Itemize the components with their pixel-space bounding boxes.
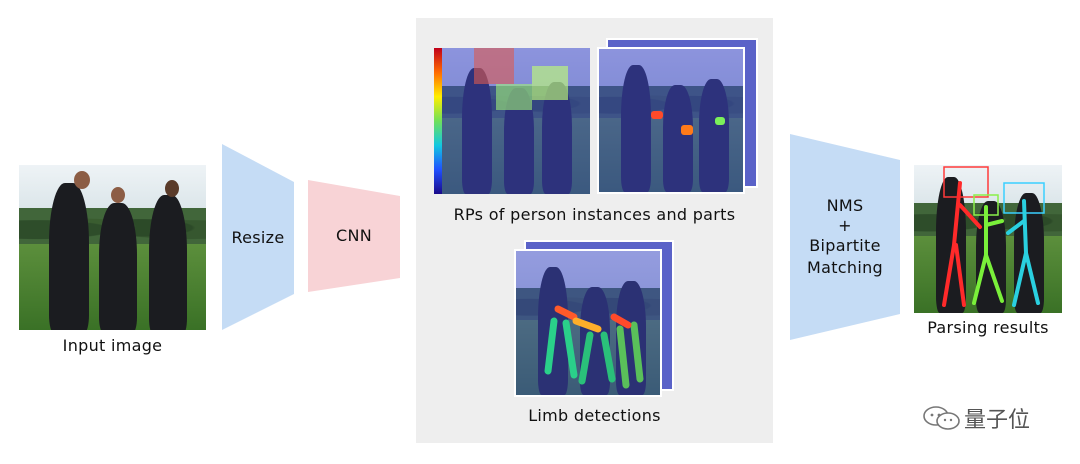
- nms-block: [790, 134, 900, 340]
- limb-caption: Limb detections: [528, 406, 661, 425]
- input-image-label: Input image: [62, 336, 163, 355]
- nms-label: NMS: [826, 196, 864, 215]
- resize-label: Resize: [231, 228, 285, 247]
- resize-block: [222, 144, 294, 330]
- bipartite-label: Bipartite: [809, 236, 881, 255]
- rp-person-map: [434, 48, 590, 194]
- parsing-results-label: Parsing results: [927, 318, 1049, 337]
- head-box: [474, 48, 514, 84]
- watermark-text: 量子位: [964, 408, 1031, 433]
- chat-bubble-icon: [923, 406, 960, 430]
- colorbar: [434, 48, 442, 194]
- hand-box-2: [532, 66, 568, 100]
- cnn-block: [308, 180, 400, 292]
- hand-box-1: [496, 84, 532, 110]
- rps-caption: RPs of person instances and parts: [453, 205, 736, 224]
- cnn-label: CNN: [335, 226, 372, 245]
- watermark: 量子位: [922, 398, 1052, 434]
- rp-parts-map: [597, 47, 745, 194]
- limb-map: [514, 249, 662, 397]
- input-image: [19, 165, 206, 330]
- matching-label: Matching: [807, 258, 883, 277]
- parsing-result-image: [914, 165, 1062, 313]
- plus-label: +: [838, 216, 852, 235]
